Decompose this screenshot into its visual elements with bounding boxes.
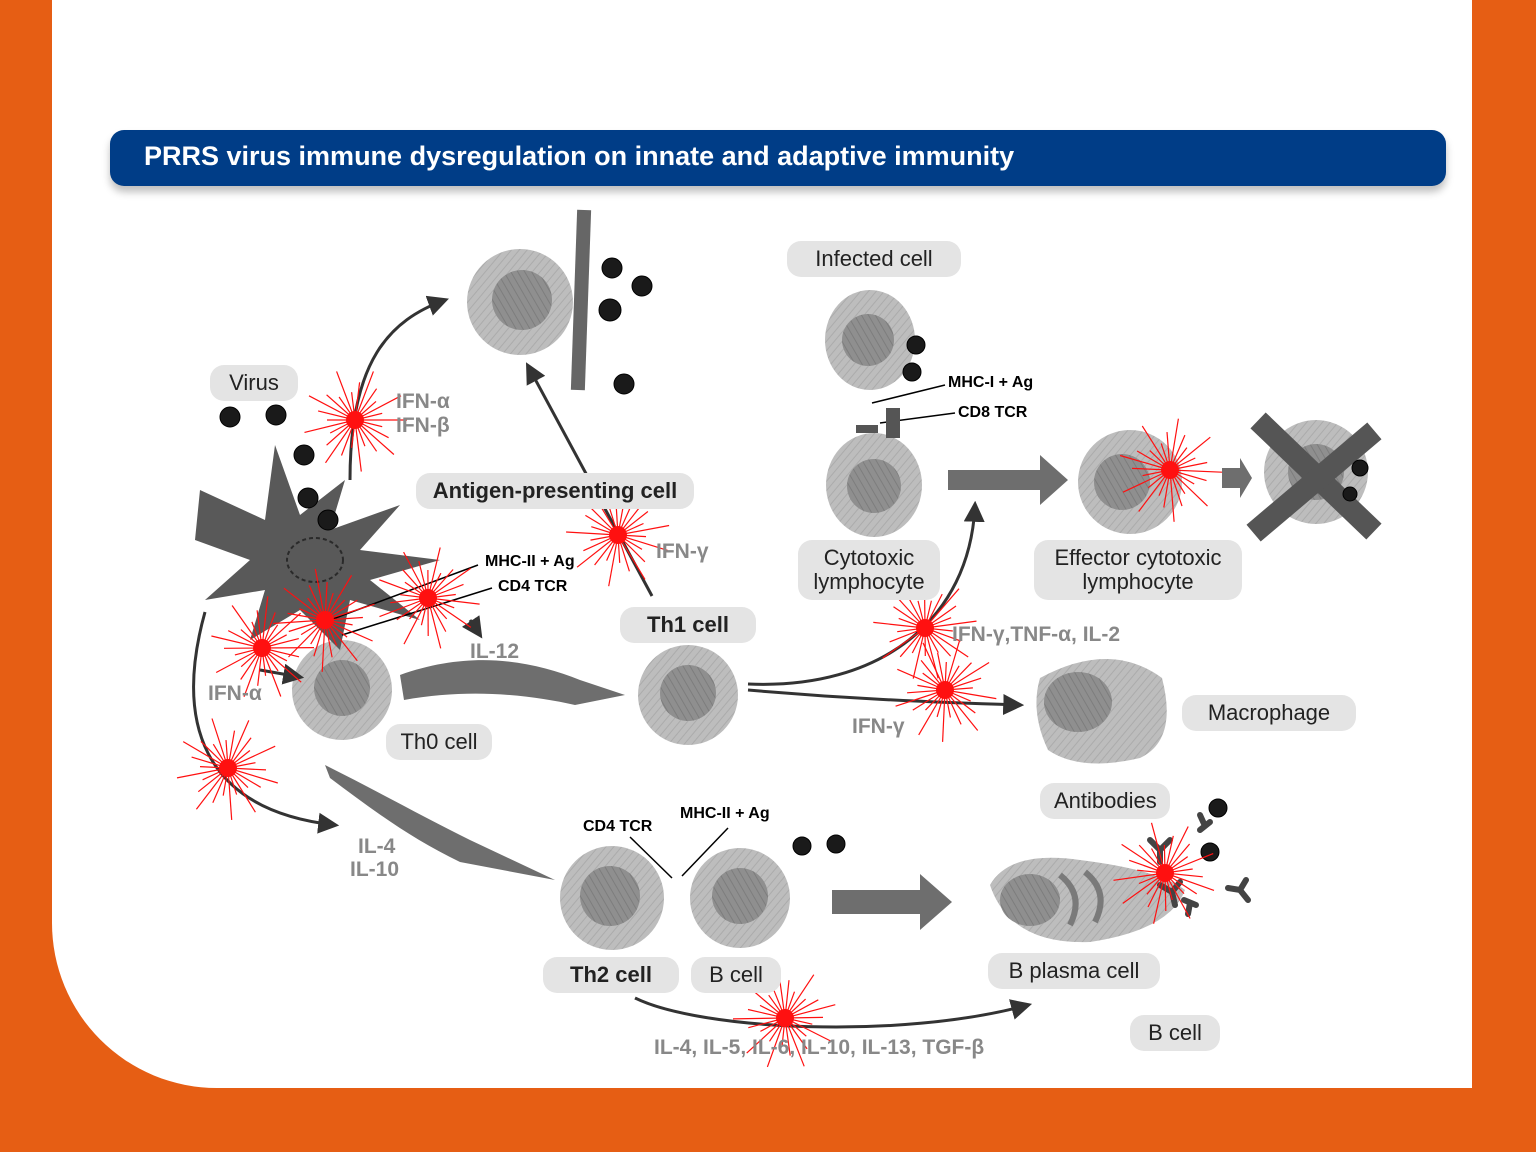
- label-effector-line2: lymphocyte: [1082, 569, 1194, 594]
- label-th1-cell: Th1 cell: [620, 607, 756, 643]
- cytokine-burst: [895, 639, 997, 742]
- label-infected-cell: Infected cell: [787, 241, 961, 277]
- label-effector-cytotoxic-lymphocyte: Effector cytotoxic lymphocyte: [1034, 540, 1242, 600]
- dead-cell-cross: [1246, 412, 1382, 542]
- label-cytotoxic-line1: Cytotoxic: [823, 545, 915, 570]
- label-b-plasma-cell: B plasma cell: [988, 953, 1160, 989]
- infected-cell: [825, 290, 915, 390]
- cytokine-th2-list: IL-4, IL-5, IL-6, IL-10, IL-13, TGF-β: [654, 1036, 985, 1059]
- cytokine-ifn-alpha-top: IFN-α: [396, 390, 450, 413]
- cytokine-burst: [176, 718, 278, 820]
- cytotoxic-lymphocyte: [826, 433, 922, 537]
- label-b-cell-bottom: B cell: [1130, 1015, 1220, 1051]
- label-virus: Virus: [210, 365, 298, 401]
- cytokine-il4: IL-4: [358, 835, 396, 858]
- receptor-mhc1: MHC-I + Ag: [948, 374, 1034, 391]
- receptor-mhc2-top: MHC-II + Ag: [485, 553, 575, 570]
- cytokine-burst: [379, 547, 480, 649]
- cytokine-bursts: [176, 371, 1223, 1068]
- receptor-cd8: CD8 TCR: [958, 404, 1028, 421]
- page-title: PRRS virus immune dysregulation on innat…: [144, 141, 1015, 171]
- virus-particles: [219, 257, 1369, 862]
- receptor-mhc2-bottom: MHC-II + Ag: [680, 805, 770, 822]
- label-cytotoxic-lymphocyte: Cytotoxic lymphocyte: [798, 540, 940, 600]
- title-bar: PRRS virus immune dysregulation on innat…: [110, 130, 1446, 186]
- cytokine-burst: [1119, 418, 1223, 522]
- dendritic-cell: [195, 445, 440, 650]
- receptor-cd4-bottom: CD4 TCR: [583, 818, 653, 835]
- th1-cell: [638, 645, 738, 745]
- cytokine-burst: [304, 371, 407, 472]
- label-antibodies: Antibodies: [1040, 783, 1170, 819]
- th0-cell: [292, 640, 392, 740]
- cytokine-burst: [273, 568, 375, 672]
- receptor-cd4-top: CD4 TCR: [498, 578, 568, 595]
- label-cytotoxic-line2: lymphocyte: [813, 569, 925, 594]
- label-th0-cell: Th0 cell: [386, 724, 492, 760]
- label-effector-line1: Effector cytotoxic: [1054, 545, 1222, 570]
- label-macrophage: Macrophage: [1182, 695, 1356, 731]
- label-th2-cell: Th2 cell: [543, 957, 679, 993]
- cytokine-il12: IL-12: [470, 640, 520, 663]
- cytokine-ifn-gamma-macrophage: IFN-γ: [852, 715, 905, 738]
- th2-cell: [560, 846, 664, 950]
- cd8-receptor: [856, 408, 900, 438]
- label-b-cell: B cell: [691, 957, 781, 993]
- cell-membrane: [570, 209, 592, 391]
- cytokine-il10: IL-10: [350, 858, 400, 881]
- receptor-lines: [329, 384, 956, 879]
- cytokine-ifn-alpha-left: IFN-α: [208, 682, 262, 705]
- target-cell-top: [467, 249, 573, 355]
- fat-arrows: [325, 455, 1252, 930]
- label-antigen-presenting-cell: Antigen-presenting cell: [416, 473, 694, 509]
- cytokine-ifn-gamma-tnf-il2: IFN-γ,TNF-α, IL-2: [952, 623, 1121, 646]
- cytokine-ifn-beta-top: IFN-β: [396, 414, 450, 437]
- macrophage-cell: [1036, 659, 1167, 764]
- cytokine-burst: [211, 596, 315, 698]
- b-plasma-cell: [990, 857, 1185, 943]
- cytokine-burst: [1113, 822, 1215, 924]
- effector-cytotoxic-lymphocyte: [1078, 430, 1182, 534]
- cytokine-ifn-gamma-apc: IFN-γ: [656, 540, 709, 563]
- b-cell: [690, 848, 790, 948]
